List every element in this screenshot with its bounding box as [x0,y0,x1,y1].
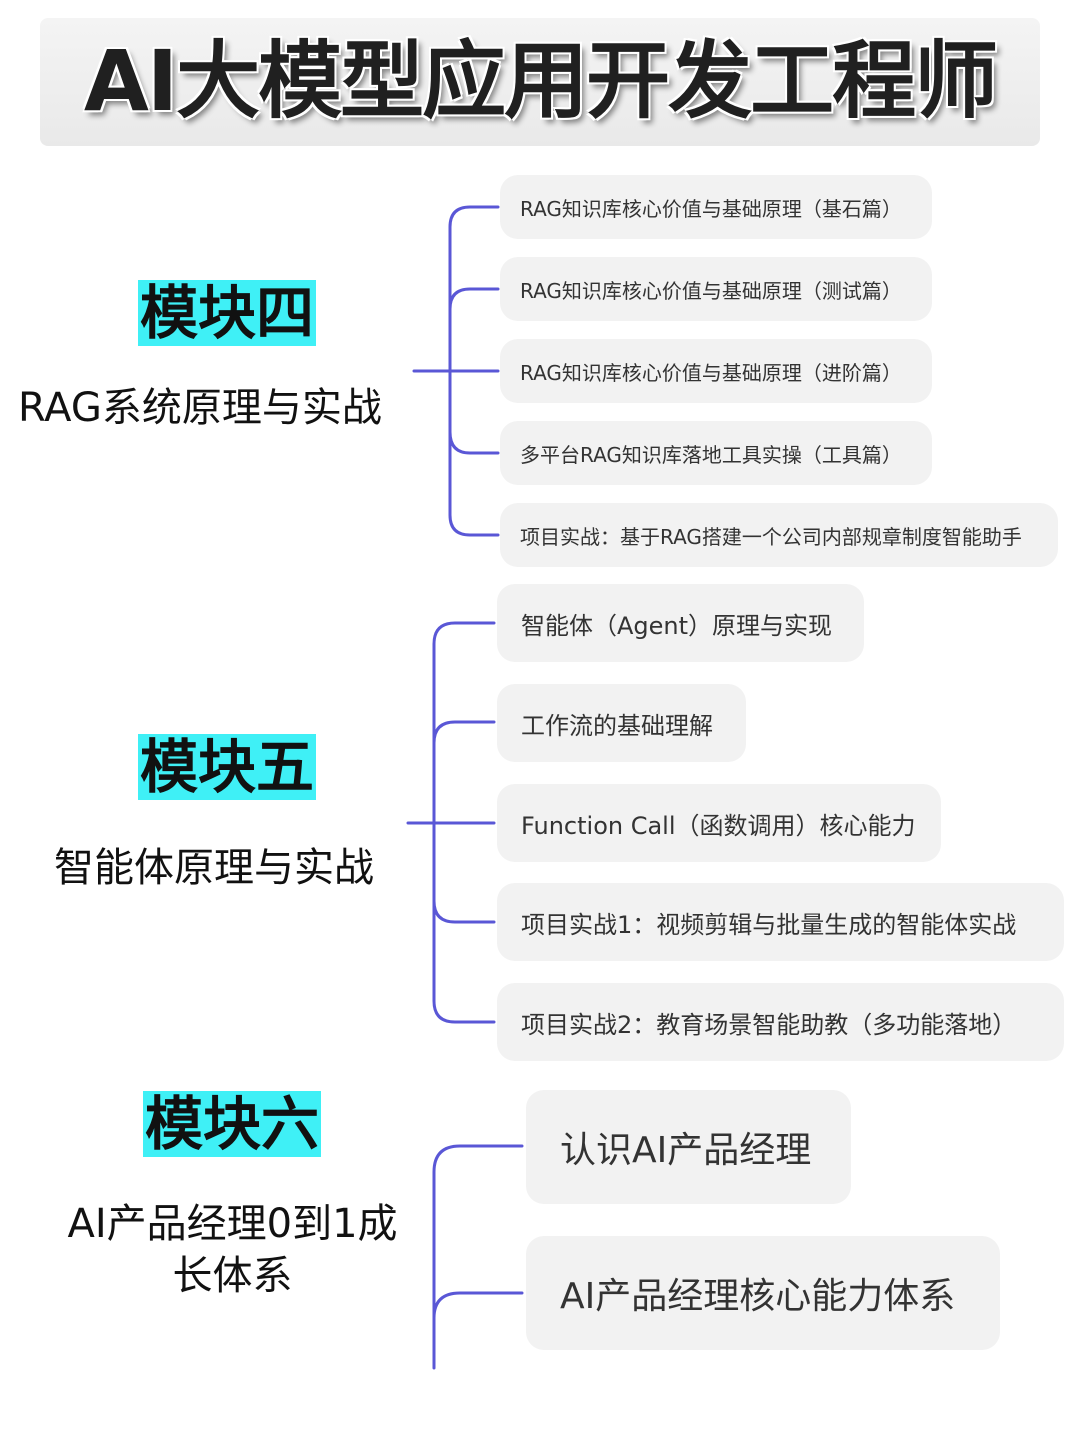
m6-node-1: 认识AI产品经理 [526,1090,851,1204]
m4-node-4: 多平台RAG知识库落地工具实操（工具篇） [500,421,932,485]
module-6-title: 模块六 [143,1090,322,1158]
m5-branch-4 [432,899,496,924]
m5-node-1: 智能体（Agent）原理与实现 [497,584,864,662]
module-6-subtitle: AI产品经理0到1成长体系 [67,1201,398,1299]
m4-branch-1 [448,205,500,373]
m5-node-2: 工作流的基础理解 [497,684,746,762]
m4-node-3: RAG知识库核心价值与基础原理（进阶篇） [500,339,932,403]
module-4-title: 模块四 [138,279,317,347]
module-4-subtitle: RAG系统原理与实战 [18,385,382,431]
m6-trunk [432,1144,524,1370]
m5-node-3: Function Call（函数调用）核心能力 [497,784,941,862]
m4-node-1: RAG知识库核心价值与基础原理（基石篇） [500,175,932,239]
m4-branch-5 [448,369,500,537]
m6-node-2: AI产品经理核心能力体系 [526,1236,1000,1350]
title-band [40,18,1040,146]
m4-branch-2 [448,287,500,311]
m5-branch-5 [432,821,496,1024]
m5-branch-1 [432,621,496,825]
m4-node-2: RAG知识库核心价值与基础原理（测试篇） [500,257,932,321]
module-5-subtitle: 智能体原理与实战 [54,845,374,891]
m5-branch-2 [432,720,496,745]
m5-node-4: 项目实战1：视频剪辑与批量生成的智能体实战 [497,883,1064,961]
module-5-title: 模块五 [138,733,317,801]
m4-branch-4 [448,430,500,455]
m6-branch-2 [432,1291,524,1320]
m5-node-5: 项目实战2：教育场景智能助教（多功能落地） [497,983,1064,1061]
m4-node-5: 项目实战：基于RAG搭建一个公司内部规章制度智能助手 [500,503,1058,567]
page-title: AI大模型应用开发工程师 [83,32,998,130]
